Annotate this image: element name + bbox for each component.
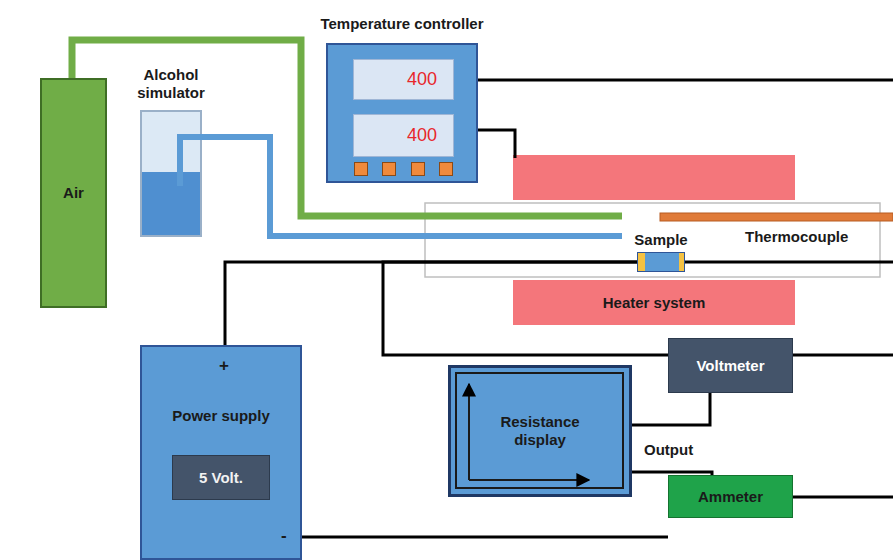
node-label: Resistance display xyxy=(485,413,595,449)
wire xyxy=(302,536,668,539)
vapour-pipe xyxy=(180,137,622,236)
wire xyxy=(632,393,710,425)
node-label: Ammeter xyxy=(698,488,763,506)
voltage-readout: 5 Volt. xyxy=(172,455,270,500)
air-cylinder: Air xyxy=(40,78,107,308)
ammeter: Ammeter xyxy=(668,475,793,518)
node-label: Power supply xyxy=(172,407,270,425)
heading-label: Temperature controller xyxy=(320,15,483,33)
heading-label: Sample xyxy=(634,231,687,249)
edge-label: Output xyxy=(644,441,693,458)
heater-bar: Heater system xyxy=(513,280,795,325)
terminal-sign: + xyxy=(219,356,229,376)
temperature-controller: Temperature controller400400 xyxy=(326,43,478,183)
terminal-sign: - xyxy=(281,526,287,546)
voltmeter-wire xyxy=(793,354,893,357)
ammeter-wire xyxy=(793,496,893,499)
node-label: Air xyxy=(63,184,84,202)
voltmeter: Voltmeter xyxy=(668,338,793,393)
power-supply: Power supply 5 Volt. xyxy=(140,345,302,560)
control-button xyxy=(382,162,396,176)
node-label: Heater system xyxy=(603,294,706,312)
sample-wire xyxy=(685,261,893,264)
control-button xyxy=(354,162,368,176)
display-window: 400 xyxy=(353,114,454,157)
thermocouple-wire xyxy=(478,79,893,82)
air-pipe xyxy=(72,40,622,216)
control-button xyxy=(411,162,425,176)
heater-bar xyxy=(513,155,795,200)
node-label: Voltmeter xyxy=(696,357,764,375)
heading-label: Alcohol simulator xyxy=(129,66,213,102)
node-label: 400 xyxy=(407,125,437,147)
display-window: 400 xyxy=(353,59,454,100)
thermocouple-rod xyxy=(660,213,893,221)
sample-chip: Sample xyxy=(637,252,685,272)
part-label: Thermocouple xyxy=(745,228,848,245)
resistance-display: Resistance display xyxy=(448,365,632,497)
heater-wire xyxy=(478,130,515,158)
alcohol-beaker: Alcohol simulator xyxy=(140,110,202,237)
control-button xyxy=(439,162,453,176)
node-label: 400 xyxy=(407,69,437,91)
node-label: 5 Volt. xyxy=(199,469,243,487)
